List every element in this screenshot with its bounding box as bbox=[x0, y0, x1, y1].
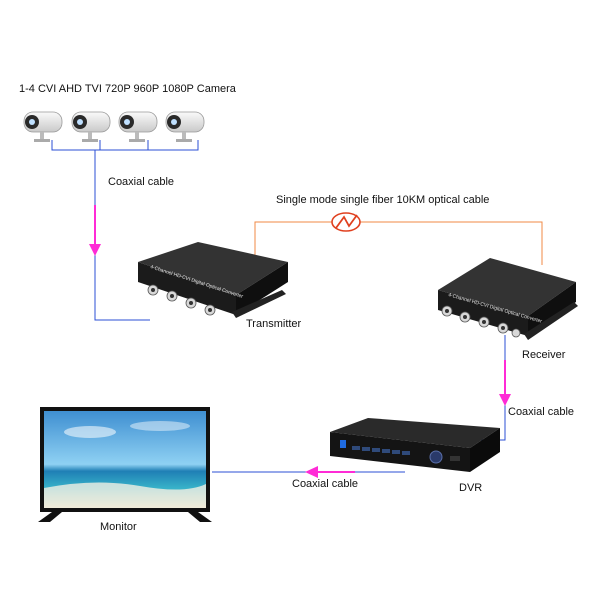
fiber-label: Single mode single fiber 10KM optical ca… bbox=[276, 194, 490, 206]
coax-label-receiver: Coaxial cable bbox=[508, 406, 575, 418]
camera-icon bbox=[23, 111, 63, 142]
camera-title: 1-4 CVI AHD TVI 720P 960P 1080P Camera bbox=[19, 83, 236, 95]
transmitter-device bbox=[138, 242, 288, 318]
coax-label-monitor: Coaxial cable bbox=[292, 478, 359, 490]
camera-group bbox=[23, 111, 205, 142]
monitor-icon bbox=[38, 407, 212, 522]
coax-label-cameras: Coaxial cable bbox=[108, 176, 175, 188]
fiber-icon bbox=[331, 212, 361, 232]
camera-icon bbox=[71, 111, 111, 142]
dvr-monitor-coax bbox=[212, 466, 405, 478]
camera-icon bbox=[118, 111, 158, 142]
receiver-label: Receiver bbox=[522, 349, 566, 361]
camera-icon bbox=[165, 111, 205, 142]
fiber-optic-cable bbox=[254, 221, 543, 265]
coax-arrow-down bbox=[499, 360, 511, 406]
receiver-dvr-coax bbox=[478, 335, 506, 441]
receiver-device bbox=[438, 258, 578, 340]
dvr-label: DVR bbox=[459, 482, 483, 494]
monitor-label: Monitor bbox=[100, 521, 137, 533]
transmitter-label: Transmitter bbox=[246, 318, 302, 330]
coax-arrow-down bbox=[89, 205, 101, 256]
dvr-device bbox=[330, 418, 500, 472]
